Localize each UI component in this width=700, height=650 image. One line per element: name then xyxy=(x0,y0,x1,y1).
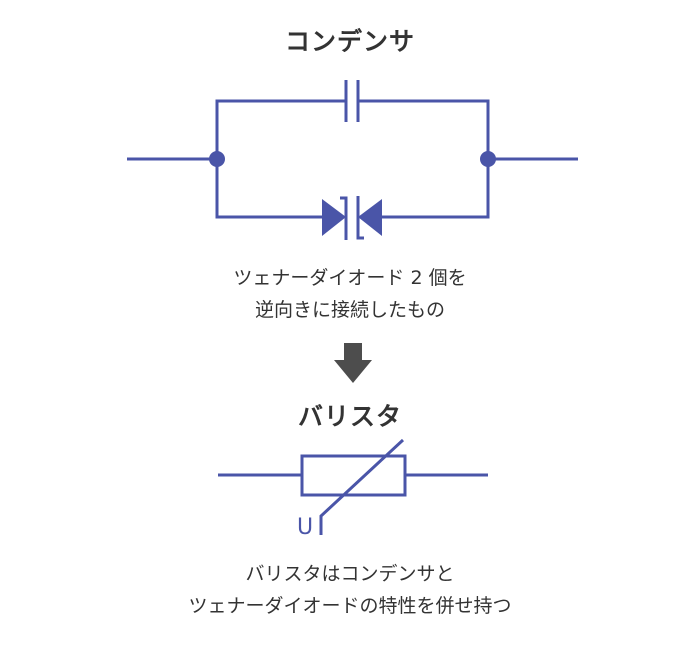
varistor-title: バリスタ xyxy=(297,402,402,431)
varistor-description: バリスタはコンデンサと ツェナーダイオードの特性を併せ持つ xyxy=(0,558,700,622)
varistor-voltage-label: U xyxy=(297,515,313,540)
capacitor-description-line-2: 逆向きに接続したもの xyxy=(254,299,445,321)
top-branch-wire-right xyxy=(358,99,490,159)
capacitor-description-line-1: ツェナーダイオード 2 個を xyxy=(233,267,467,289)
capacitor-title: コンデンサ xyxy=(284,27,415,56)
top-branch-wire-left xyxy=(215,99,346,159)
varistor-description-line-2: ツェナーダイオードの特性を併せ持つ xyxy=(188,595,512,617)
junction-dot-right xyxy=(480,151,496,167)
bottom-branch-wire-left xyxy=(215,159,322,219)
zener-cathode-right xyxy=(356,196,364,240)
junction-dot-left xyxy=(209,151,225,167)
varistor-nonlinear-slash xyxy=(319,438,405,535)
zener-cathode-left xyxy=(340,196,348,240)
varistor-description-line-1: バリスタはコンデンサと xyxy=(245,563,455,585)
bottom-branch-wire-right xyxy=(382,159,490,219)
varistor-symbol xyxy=(218,438,488,535)
down-arrow-icon xyxy=(334,343,372,383)
zener-diode-right-triangle xyxy=(358,199,382,236)
zener-diode-left-triangle xyxy=(322,199,346,236)
capacitor-description: ツェナーダイオード 2 個を 逆向きに接続したもの xyxy=(0,262,700,326)
varistor-body xyxy=(300,454,407,497)
capacitor-circuit xyxy=(127,80,578,240)
